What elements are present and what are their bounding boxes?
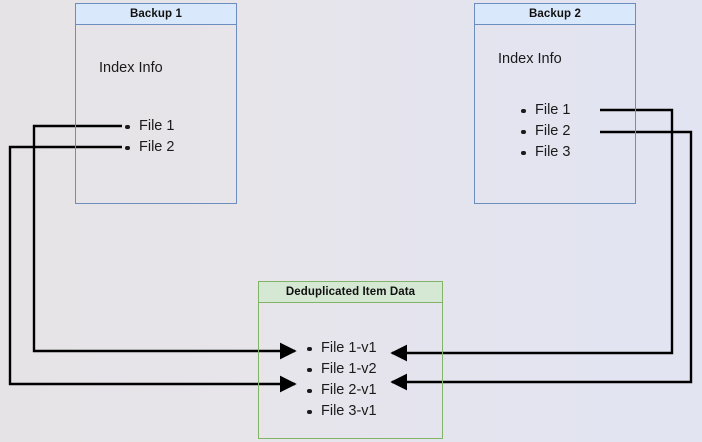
- list-item: File 3-v1: [306, 401, 377, 422]
- list-item: File 1-v1: [306, 338, 377, 359]
- backup1-file-list: File 1 File 2: [124, 116, 174, 158]
- backup2-header: Backup 2: [474, 3, 636, 25]
- dedup-file-list: File 1-v1 File 1-v2 File 2-v1 File 3-v1: [306, 338, 377, 422]
- backup1-header: Backup 1: [75, 3, 237, 25]
- connector-backup1-file2: [8, 145, 297, 393]
- connector-backup1-file1: [32, 124, 297, 360]
- backup2-file-list: File 1 File 2 File 3: [520, 100, 570, 163]
- list-item: File 1: [520, 100, 570, 121]
- list-item: File 1: [124, 116, 174, 137]
- dedup-header-label: Deduplicated Item Data: [285, 286, 416, 298]
- list-item: File 1-v2: [306, 359, 377, 380]
- connector-backup2-file2: [390, 130, 693, 391]
- backup2-header-label: Backup 2: [529, 8, 581, 20]
- backup1-box[interactable]: [75, 3, 237, 204]
- list-item: File 3: [520, 142, 570, 163]
- list-item: File 2: [124, 137, 174, 158]
- list-item: File 2-v1: [306, 380, 377, 401]
- backup1-header-label: Backup 1: [130, 8, 182, 20]
- backup2-index-info-label: Index Info: [498, 51, 562, 67]
- connector-backup2-file1: [390, 108, 674, 362]
- dedup-header: Deduplicated Item Data: [258, 281, 443, 303]
- backup1-index-info-label: Index Info: [99, 60, 163, 76]
- list-item: File 2: [520, 121, 570, 142]
